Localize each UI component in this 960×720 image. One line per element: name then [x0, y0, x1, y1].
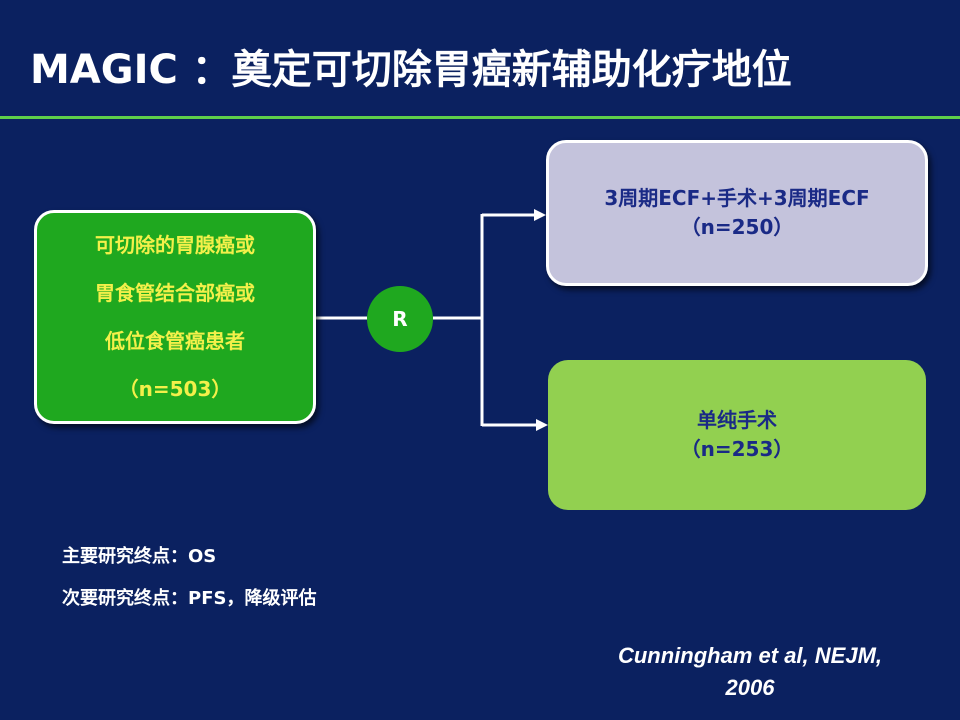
population-line: 低位食管癌患者	[105, 329, 245, 353]
primary-endpoint: 主要研究终点：OS	[62, 546, 217, 567]
page-title: MAGIC ：奠定可切除胃癌新辅助化疗地位	[30, 47, 792, 93]
citation: Cunningham et al, NEJM, 2006	[570, 640, 930, 704]
citation-year: 2006	[725, 675, 775, 700]
population-line: 胃食管结合部癌或	[95, 281, 255, 305]
arm-label: 单纯手术	[697, 408, 777, 432]
arrow-head-arm2-icon	[536, 419, 548, 431]
randomization-node: R	[367, 286, 433, 352]
population-line: 可切除的胃腺癌或	[95, 233, 255, 257]
arm-ecf-surgery-box: 3周期ECF+手术+3周期ECF （n=250）	[546, 140, 928, 286]
arm-label: 3周期ECF+手术+3周期ECF	[604, 186, 870, 210]
randomization-label: R	[392, 307, 408, 331]
title-divider	[0, 116, 960, 119]
arm-count: （n=250）	[680, 215, 794, 239]
endpoints-block: 主要研究终点：OS 次要研究终点：PFS，降级评估	[62, 536, 316, 620]
citation-line: Cunningham et al, NEJM,	[617, 643, 883, 668]
population-count: （n=503）	[118, 377, 232, 401]
population-box: 可切除的胃腺癌或 胃食管结合部癌或 低位食管癌患者 （n=503）	[34, 210, 316, 424]
arm-surgery-alone-box: 单纯手术 （n=253）	[548, 360, 926, 510]
arrow-head-arm1-icon	[534, 209, 546, 221]
arm-count: （n=253）	[680, 437, 794, 461]
secondary-endpoint: 次要研究终点：PFS，降级评估	[62, 588, 317, 609]
